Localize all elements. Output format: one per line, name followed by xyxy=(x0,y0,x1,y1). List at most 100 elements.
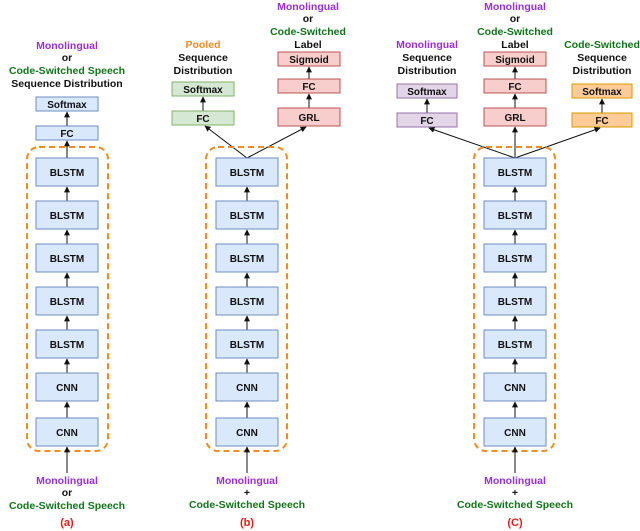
c-input-cs-speech: Code-Switched Speech xyxy=(457,499,573,511)
a-blstm-1-label: BLSTM xyxy=(50,168,84,179)
b-grl-label: GRL xyxy=(298,113,319,124)
c-blstm-1-label: BLSTM xyxy=(498,168,532,179)
c-mid-label-or: or xyxy=(510,13,521,25)
a-blstm-4 xyxy=(35,286,99,316)
a-blstm-2 xyxy=(35,200,99,230)
b-blstm-5-label: BLSTM xyxy=(230,340,264,351)
b-right-label-or: or xyxy=(303,13,314,25)
c-input-monolingual: Monolingual xyxy=(484,475,546,487)
c-softmax-left-box xyxy=(396,83,458,99)
panel-c: Monolingual Sequence Distribution Monoli… xyxy=(396,1,640,529)
c-sigmoid-label: Sigmoid xyxy=(495,55,534,66)
b-fc-right-label: FC xyxy=(302,82,315,93)
a-blstm-3 xyxy=(35,243,99,273)
c-blstm-5-label: BLSTM xyxy=(498,340,532,351)
b-cnn-2-label: CNN xyxy=(236,428,258,439)
a-fc-box xyxy=(35,125,99,141)
b-right-label-cs: Code-Switched xyxy=(270,26,346,38)
b-blstm-4 xyxy=(215,286,279,316)
a-input-or: or xyxy=(62,487,73,499)
c-input-plus: + xyxy=(512,487,518,499)
a-input-cs-speech: Code-Switched Speech xyxy=(9,500,125,512)
c-mid-label-cs: Code-Switched xyxy=(477,26,553,38)
b-cnn-1 xyxy=(215,372,279,402)
c-fc-right-label: FC xyxy=(595,116,608,127)
c-left-label-monolingual: Monolingual xyxy=(396,39,458,51)
c-softmax-left-label: Softmax xyxy=(407,87,447,98)
a-blstm-3-label: BLSTM xyxy=(50,254,84,265)
c-blstm-3 xyxy=(483,243,547,273)
c-blstm-2-label: BLSTM xyxy=(498,211,532,222)
a-cnn-2-label: CNN xyxy=(56,428,78,439)
b-caption: (b) xyxy=(240,517,254,529)
a-caption: (a) xyxy=(60,517,74,529)
a-top-label-monolingual: Monolingual xyxy=(36,40,98,52)
b-input-monolingual: Monolingual xyxy=(216,475,278,487)
b-input-plus: + xyxy=(244,487,250,499)
c-left-label-seq: Sequence xyxy=(402,52,452,64)
c-cnn-2-label: CNN xyxy=(504,428,526,439)
a-cnn-1 xyxy=(35,372,99,402)
a-blstm-2-label: BLSTM xyxy=(50,211,84,222)
b-blstm-2-label: BLSTM xyxy=(230,211,264,222)
b-sigmoid-box xyxy=(277,51,341,67)
a-softmax-box xyxy=(35,96,99,112)
c-blstm-4 xyxy=(483,286,547,316)
c-fc-right-box xyxy=(571,112,633,128)
b-cnn-2 xyxy=(215,417,279,447)
b-fc-left-box xyxy=(171,110,235,126)
c-blstm-5 xyxy=(483,329,547,359)
b-fc-left-label: FC xyxy=(196,114,209,125)
c-blstm-3-label: BLSTM xyxy=(498,254,532,265)
a-cnn-2 xyxy=(35,417,99,447)
c-right-label-dist: Distribution xyxy=(573,65,632,77)
b-grl-box xyxy=(277,107,341,127)
c-fc-left-box xyxy=(396,112,458,128)
b-left-label-dist: Distribution xyxy=(174,65,233,77)
c-right-label-cs: Code-Switched xyxy=(564,39,640,51)
panel-b: Pooled Sequence Distribution Monolingual… xyxy=(171,1,346,529)
a-top-label-seq-dist: Sequence Distribution xyxy=(11,78,122,90)
c-mid-label-label: Label xyxy=(501,39,529,51)
b-softmax-label: Softmax xyxy=(183,85,223,96)
c-cnn-1-label: CNN xyxy=(504,383,526,394)
b-right-label-monolingual: Monolingual xyxy=(277,1,339,13)
a-fc-label: FC xyxy=(60,129,73,140)
b-input-cs-speech: Code-Switched Speech xyxy=(189,499,305,511)
c-right-label-seq: Sequence xyxy=(577,52,627,64)
c-fc-left-label: FC xyxy=(420,116,433,127)
c-fc-mid-label: FC xyxy=(508,82,521,93)
b-blstm-4-label: BLSTM xyxy=(230,297,264,308)
a-blstm-5 xyxy=(35,329,99,359)
c-sigmoid-box xyxy=(483,51,547,67)
b-blstm-3-label: BLSTM xyxy=(230,254,264,265)
a-top-label-cs-speech: Code-Switched Speech xyxy=(9,65,125,77)
b-left-label-seq: Sequence xyxy=(178,52,228,64)
a-blstm-5-label: BLSTM xyxy=(50,340,84,351)
b-cnn-1-label: CNN xyxy=(236,383,258,394)
b-blstm-5 xyxy=(215,329,279,359)
c-cnn-1 xyxy=(483,372,547,402)
b-softmax-box xyxy=(171,81,235,97)
b-sigmoid-label: Sigmoid xyxy=(289,55,328,66)
c-blstm-1 xyxy=(483,157,547,187)
c-grl-box xyxy=(483,107,547,127)
c-blstm-2 xyxy=(483,200,547,230)
c-mid-label-monolingual: Monolingual xyxy=(484,1,546,13)
c-fc-mid-box xyxy=(483,78,547,94)
b-fc-right-box xyxy=(277,78,341,94)
c-softmax-right-box xyxy=(571,83,633,99)
a-input-monolingual: Monolingual xyxy=(36,475,98,487)
a-cnn-1-label: CNN xyxy=(56,383,78,394)
c-cnn-2 xyxy=(483,417,547,447)
c-caption: (C) xyxy=(507,517,523,529)
panel-a: Monolingual or Code-Switched Speech Sequ… xyxy=(9,40,125,529)
a-top-label-or: or xyxy=(62,52,73,64)
b-blstm-1 xyxy=(215,157,279,187)
b-blstm-3 xyxy=(215,243,279,273)
a-softmax-label: Softmax xyxy=(47,100,87,111)
b-right-label-label: Label xyxy=(294,39,322,51)
b-blstm-1-label: BLSTM xyxy=(230,168,264,179)
a-blstm-1 xyxy=(35,157,99,187)
